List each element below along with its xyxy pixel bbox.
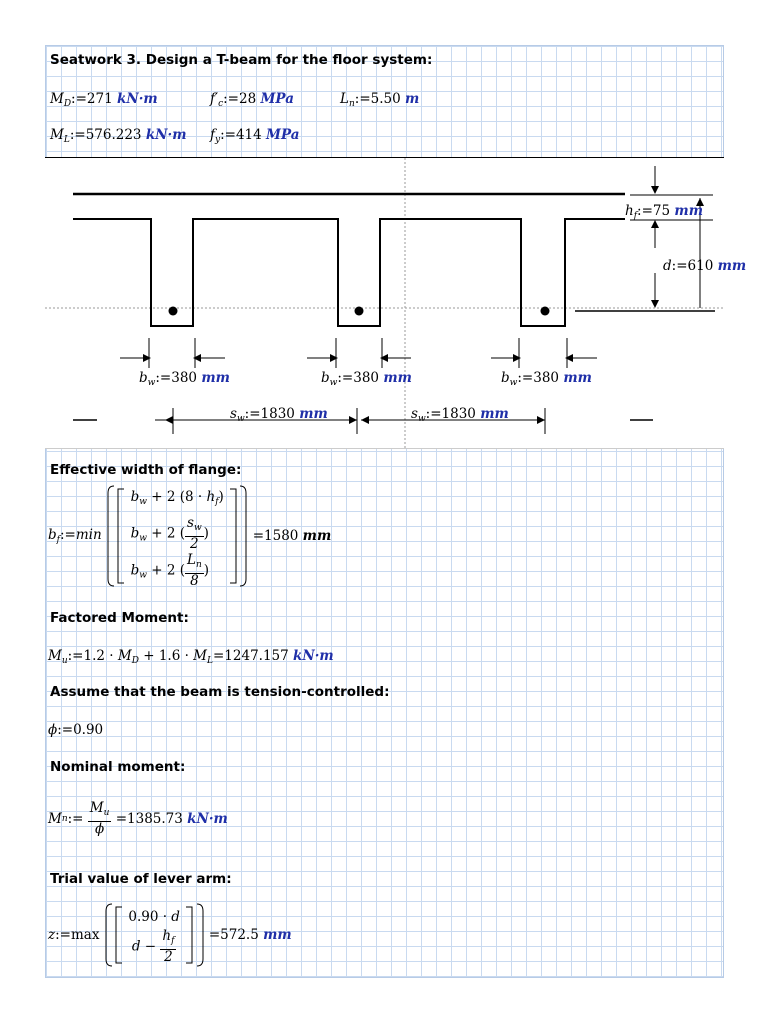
given-fy: fy:=414 MPa xyxy=(210,127,300,145)
tbeam-figure: hf:=75 mm d:=610 mm bw:=380 mm bw:=380 m… xyxy=(45,158,746,448)
tbeam-drawing xyxy=(45,158,724,448)
bw-label-1: bw:=380 mm xyxy=(139,370,230,388)
phi-value: ϕ:=0.90 xyxy=(48,722,104,738)
hf-label: hf:=75 mm xyxy=(625,203,703,221)
divider-top xyxy=(45,157,724,158)
bw-label-3: bw:=380 mm xyxy=(501,370,592,388)
given-ln: Ln:=5.50 m xyxy=(340,91,420,109)
flange-heading: Effective width of flange: xyxy=(50,462,242,478)
page-title: Seatwork 3. Design a T-beam for the floo… xyxy=(50,52,433,68)
rebar-3 xyxy=(540,306,550,316)
nominal-heading: Nominal moment: xyxy=(50,759,186,775)
d-label: d:=610 mm xyxy=(663,258,747,274)
factored-formula: Mu:=1.2 · MD + 1.6 · ML=1247.157 kN·m xyxy=(48,648,334,666)
rebar-2 xyxy=(354,306,364,316)
factored-heading: Factored Moment: xyxy=(50,610,189,626)
lever-heading: Trial value of lever arm: xyxy=(50,871,232,887)
sw-label-2: sw:=1830 mm xyxy=(411,406,509,424)
bw-label-2: bw:=380 mm xyxy=(321,370,412,388)
sw-label-1: sw:=1830 mm xyxy=(230,406,328,424)
given-ml: ML:=576.223 kN·m xyxy=(50,127,187,145)
rebar-1 xyxy=(168,306,178,316)
divider-bottom xyxy=(45,448,724,449)
tension-heading: Assume that the beam is tension-controll… xyxy=(50,684,390,700)
given-md: MD:=271 kN·m xyxy=(50,91,158,109)
given-fc: f′c:=28 MPa xyxy=(210,91,294,109)
